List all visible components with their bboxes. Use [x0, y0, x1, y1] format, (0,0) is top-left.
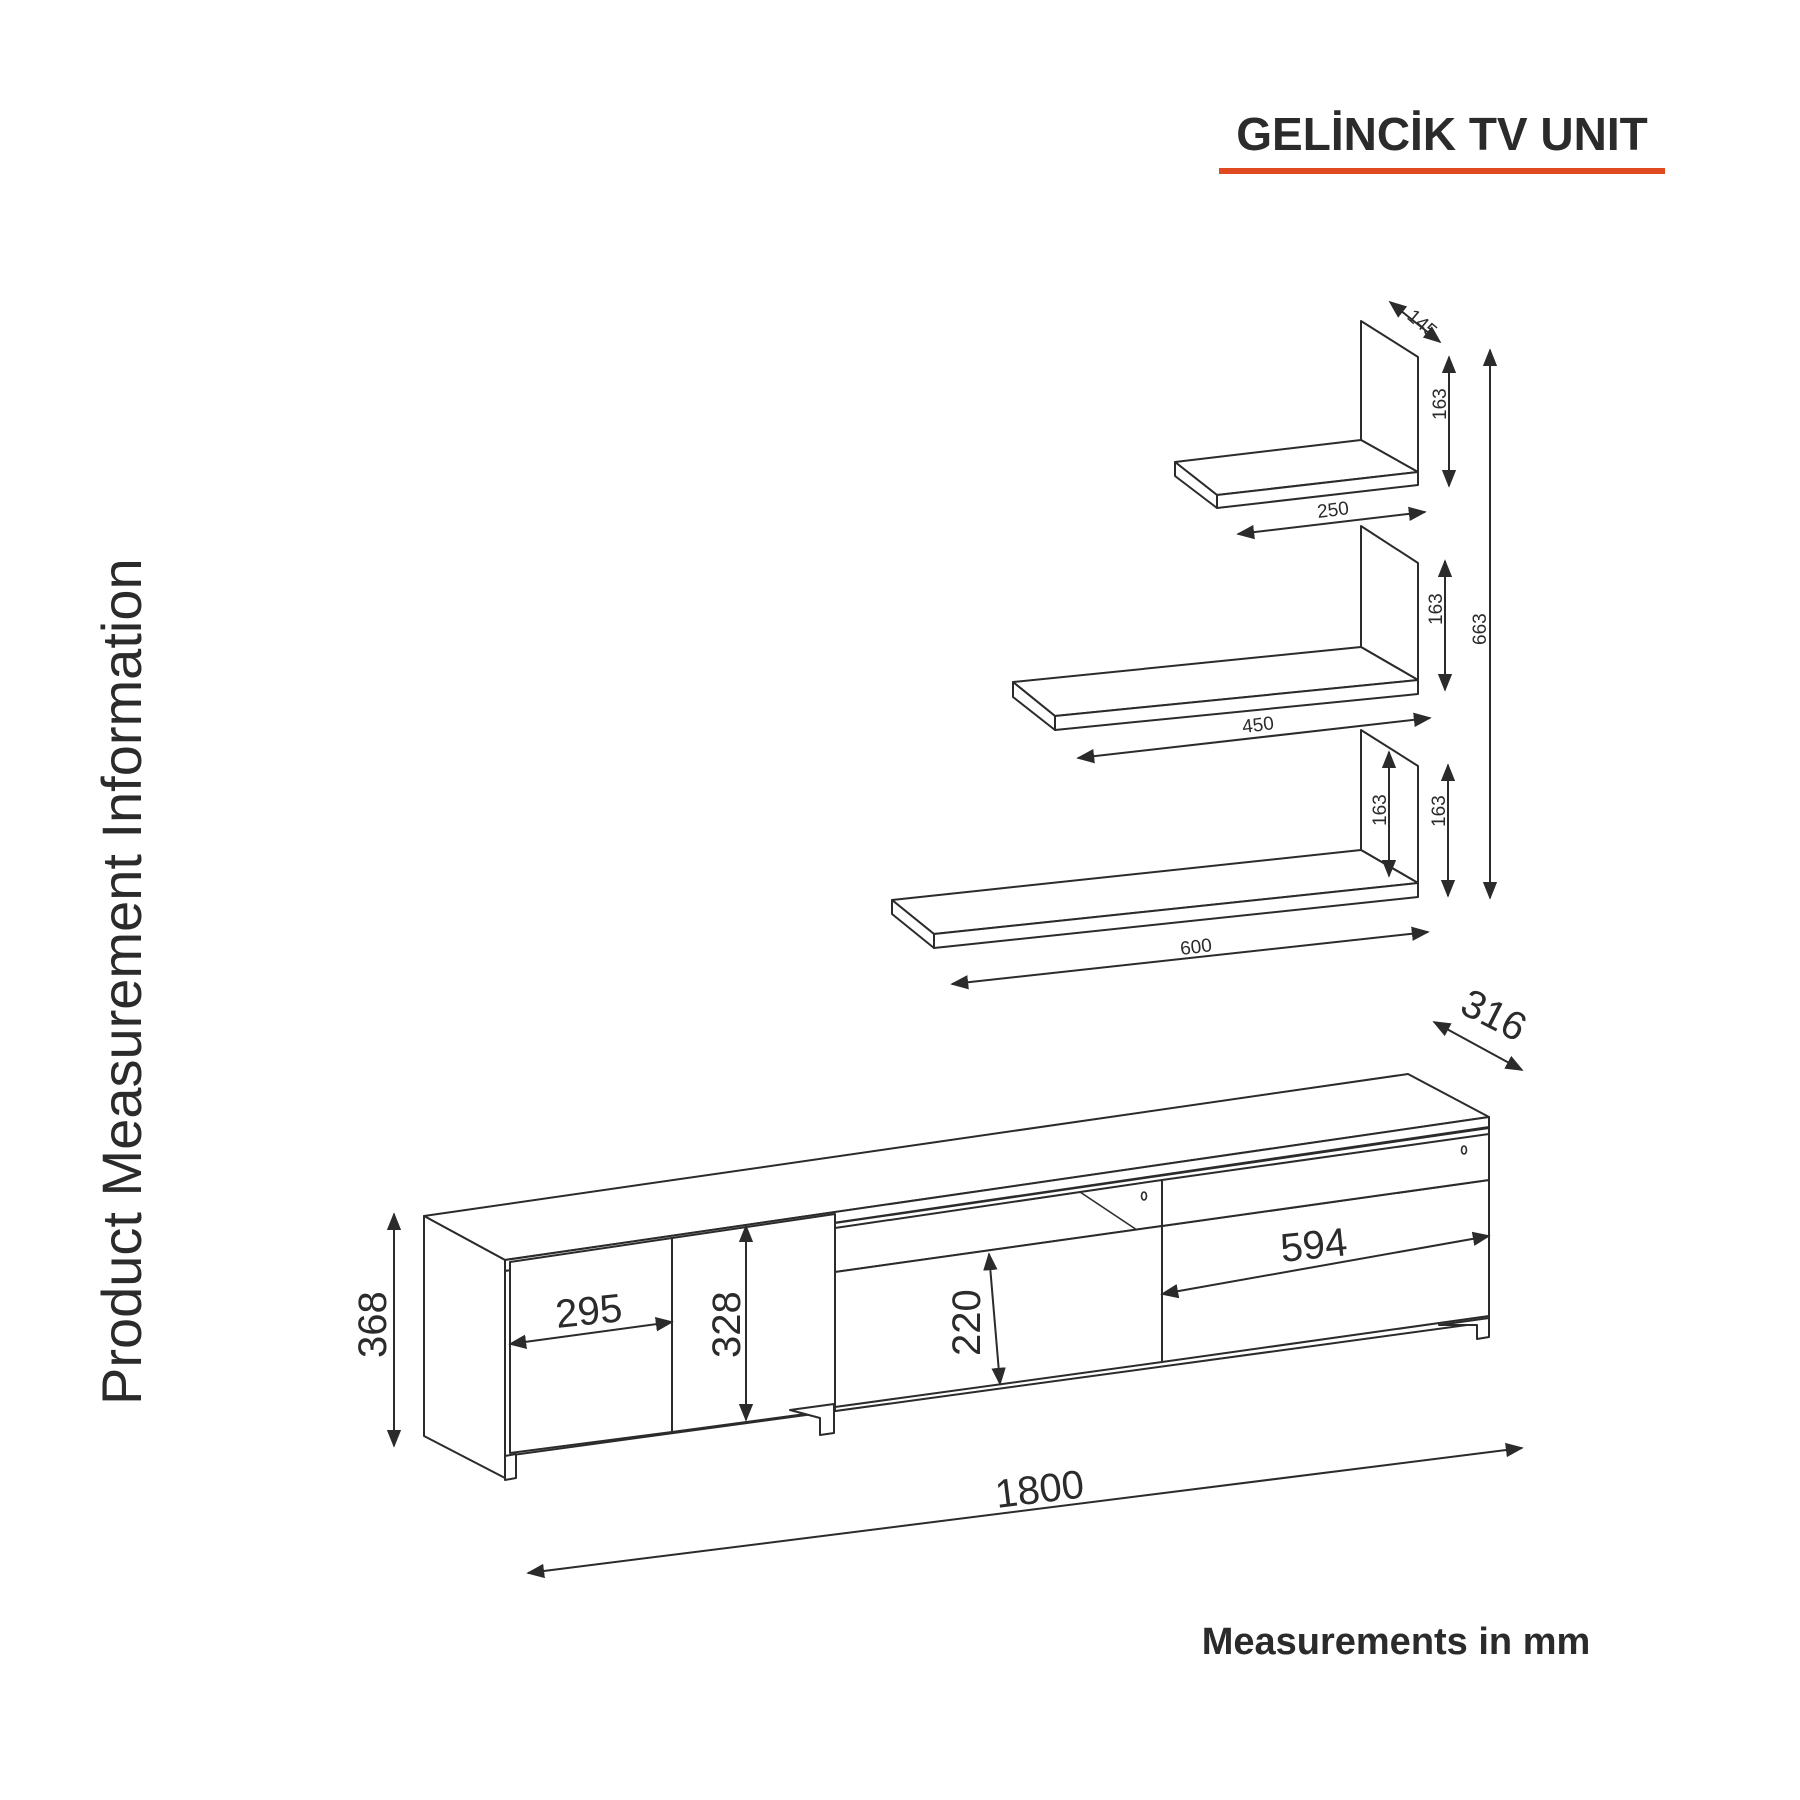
- page-title: GELİNCİK TV UNIT: [1236, 108, 1647, 160]
- tv-unit: [423, 1073, 1490, 1481]
- dim-bottom-outer-height: 163: [1429, 795, 1450, 827]
- dim-middle-width: 450: [1241, 713, 1275, 738]
- dim-height: 368: [351, 1291, 395, 1358]
- dim-bottom-width: 600: [1179, 935, 1213, 960]
- dim-arrow-bottom-width: [950, 926, 1430, 990]
- dim-arrow-top-depth: [1388, 300, 1442, 344]
- dim-bottom-inner-height: 163: [1370, 794, 1391, 826]
- dim-flap-height: 220: [945, 1289, 989, 1356]
- shelf-bottom: [891, 729, 1419, 949]
- dim-left-door-width: 295: [553, 1286, 624, 1337]
- dim-arrow-middle-width: [1076, 712, 1432, 764]
- dim-top-width: 250: [1316, 498, 1350, 523]
- dim-arrow-drawer-width: [1160, 1231, 1491, 1299]
- dim-door-height: 328: [705, 1291, 749, 1358]
- dim-total-height: 663: [1470, 613, 1491, 645]
- dim-arrow-depth: [1432, 1021, 1524, 1071]
- shelf-middle: [1012, 525, 1419, 731]
- dim-middle-height: 163: [1426, 593, 1447, 625]
- title-underline: [1219, 168, 1665, 174]
- dim-width: 1800: [993, 1462, 1087, 1517]
- shelf-top: [1174, 320, 1419, 509]
- units-note: Measurements in mm: [1202, 1621, 1591, 1663]
- dim-arrow-top-width: [1236, 506, 1427, 540]
- dim-arrow-flap-height: [983, 1252, 1006, 1386]
- dim-arrow-left-door-width: [508, 1317, 674, 1349]
- dim-drawer-width: 594: [1278, 1220, 1349, 1271]
- side-label: Product Measurement Information: [90, 558, 153, 1405]
- dim-top-height: 163: [1430, 388, 1451, 420]
- dim-arrow-width: [526, 1442, 1524, 1579]
